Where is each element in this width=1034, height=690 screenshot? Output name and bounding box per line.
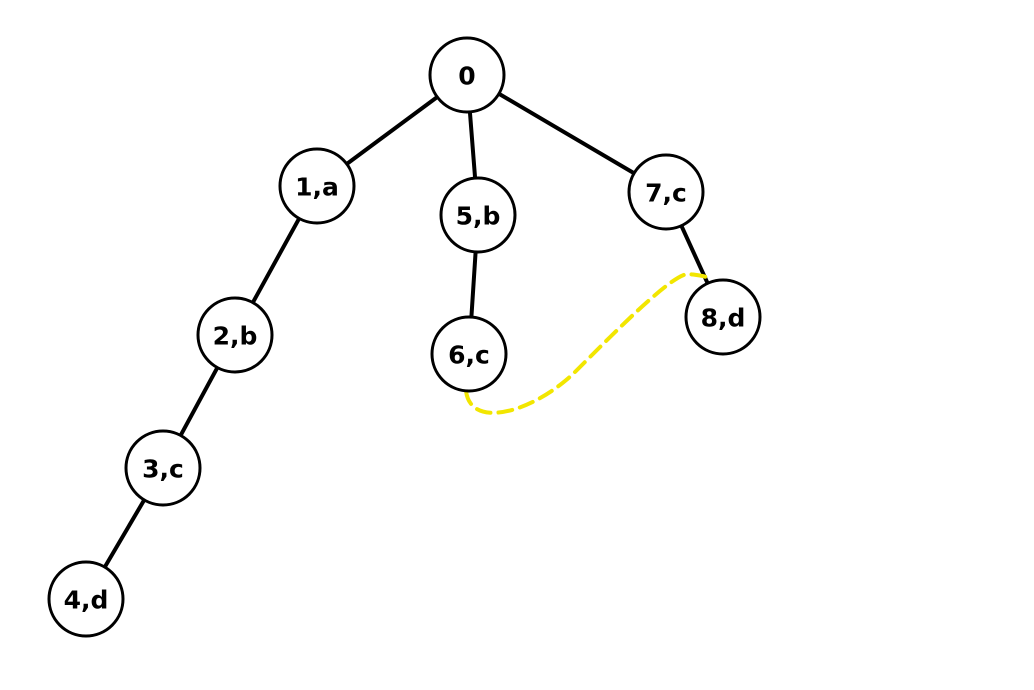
dashed-links	[464, 272, 711, 415]
node-5: 5,b	[439, 176, 517, 254]
node-8: 8,d	[684, 278, 762, 356]
node-label: 7,c	[645, 179, 687, 208]
edge-5-6	[469, 249, 478, 320]
node-label: 5,b	[456, 202, 501, 231]
edge-0-5	[467, 109, 478, 181]
node-4: 4,d	[47, 560, 125, 638]
node-label: 1,a	[295, 173, 339, 202]
edge-7-8	[679, 223, 710, 286]
node-circle	[196, 296, 274, 374]
node-label: 6,c	[448, 341, 490, 370]
node-2: 2,b	[196, 296, 274, 374]
node-circle	[124, 429, 202, 507]
node-label: 8,d	[701, 304, 746, 333]
node-circle	[428, 36, 506, 114]
edge-1-2	[250, 216, 302, 305]
edge-0-1	[344, 95, 440, 166]
node-7: 7,c	[627, 153, 705, 231]
node-circle	[684, 278, 762, 356]
node-label: 4,d	[64, 586, 109, 615]
node-label: 3,c	[142, 455, 184, 484]
node-circle	[439, 176, 517, 254]
node-1: 1,a	[278, 147, 356, 225]
node-circle	[627, 153, 705, 231]
edge-2-3	[178, 365, 220, 438]
tree-nodes: 0 1,a 2,b 3,c 4,d 5,b 6,c 7,c 8,d	[47, 36, 762, 638]
dashed-link-6-8	[464, 272, 711, 415]
node-label: 2,b	[213, 322, 258, 351]
edge-3-4	[102, 497, 147, 570]
node-6: 6,c	[430, 315, 508, 393]
node-3: 3,c	[124, 429, 202, 507]
node-0: 0	[428, 36, 506, 114]
tree-edges	[102, 91, 710, 570]
node-circle	[278, 147, 356, 225]
edge-0-7	[496, 91, 637, 176]
node-circle	[47, 560, 125, 638]
node-circle	[430, 315, 508, 393]
node-label: 0	[458, 62, 475, 91]
